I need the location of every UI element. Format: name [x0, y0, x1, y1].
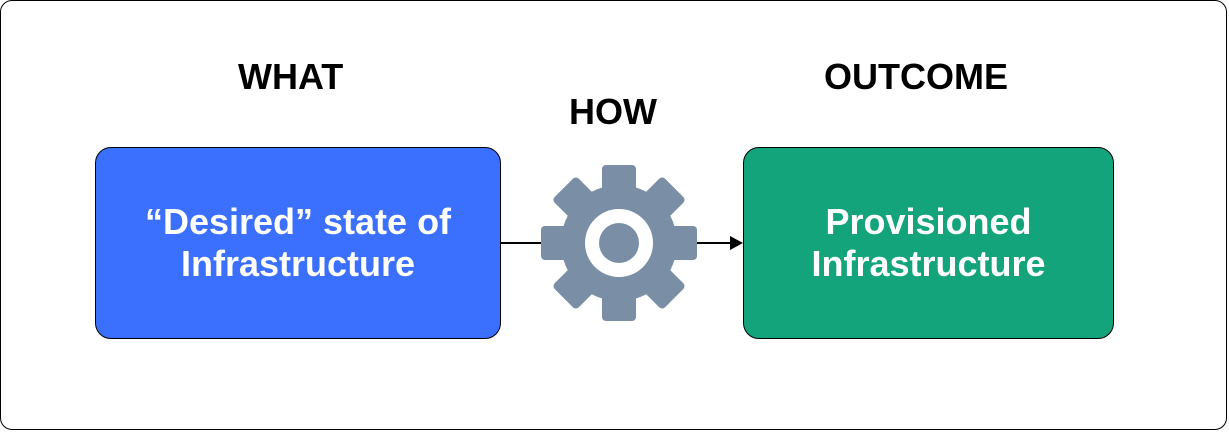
- how-heading: HOW: [569, 91, 657, 132]
- provisioned-infrastructure-box: Provisioned Infrastructure: [743, 147, 1114, 339]
- provisioned-infrastructure-label: Provisioned Infrastructure: [811, 201, 1046, 284]
- outcome-heading: OUTCOME: [824, 56, 1008, 97]
- desired-state-label: “Desired” state of Infrastructure: [144, 201, 452, 284]
- gear-icon: [541, 165, 697, 321]
- flow-arrow-head: [730, 236, 743, 250]
- what-heading: WHAT: [238, 56, 344, 97]
- desired-state-box: “Desired” state of Infrastructure: [95, 147, 501, 339]
